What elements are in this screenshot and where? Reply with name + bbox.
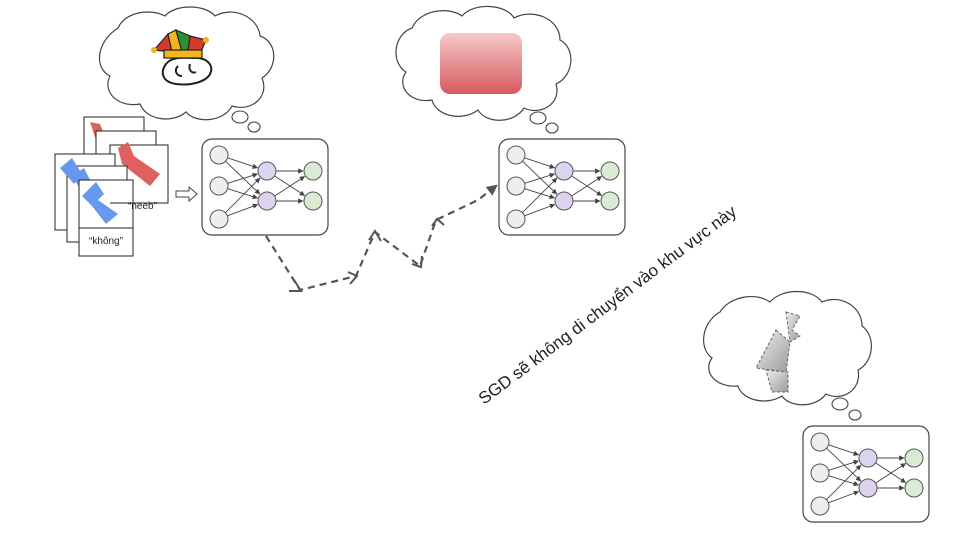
network-2-hidden-node: [554, 161, 574, 181]
network-3-edge: [828, 490, 860, 504]
sgd-dashed-path: [265, 184, 498, 292]
thought-cloud-2: [395, 5, 572, 134]
neural-network-2: [498, 138, 626, 236]
network-2-output-node: [600, 191, 620, 211]
jester-hat-face-icon: [151, 28, 213, 86]
network-1-edge: [274, 175, 306, 196]
network-3-edge: [875, 462, 907, 483]
network-1-frame: [201, 138, 329, 236]
network-1-edge: [274, 176, 306, 197]
network-1-edge: [225, 177, 261, 213]
network-1-edge: [227, 157, 259, 169]
network-1-hidden-node: [257, 191, 277, 211]
network-2-output-node: [600, 161, 620, 181]
network-3-hidden-node: [858, 478, 878, 498]
network-2-input-node: [506, 209, 526, 229]
network-2-edge: [524, 188, 555, 200]
network-3-edge: [828, 444, 860, 456]
gray-dashed-shape-icon: [755, 311, 801, 393]
network-3-edge: [826, 447, 862, 482]
network-1-edge: [227, 203, 259, 217]
network-1-edge: [227, 188, 258, 200]
network-1-output-node: [303, 191, 323, 211]
network-3-output-node: [904, 478, 924, 498]
network-2-edge: [522, 177, 558, 213]
red-gradient-box-icon: [440, 33, 522, 94]
neural-network-3: [802, 425, 930, 523]
network-2-edge: [571, 176, 603, 197]
thought-cloud-1: [98, 6, 275, 133]
network-2-input-node: [506, 145, 526, 165]
network-1-edge: [227, 172, 258, 184]
network-3-edge: [828, 459, 859, 471]
network-1-output-node: [303, 161, 323, 181]
network-3-input-node: [810, 432, 830, 452]
network-1-input-node: [209, 209, 229, 229]
network-2-edge: [522, 160, 558, 195]
network-3-input-node: [810, 496, 830, 516]
network-2-frame: [498, 138, 626, 236]
network-2-edge: [524, 203, 556, 217]
network-3-frame: [802, 425, 930, 523]
card-label-front: “không”: [89, 236, 123, 247]
network-3-input-node: [810, 463, 830, 483]
network-3-hidden-node: [858, 448, 878, 468]
network-2-edge: [524, 172, 555, 184]
neural-network-1: [201, 138, 329, 236]
network-3-output-node: [904, 448, 924, 468]
thought-cloud-3: [703, 291, 872, 421]
network-3-edge: [875, 463, 907, 484]
hollow-right-arrow-icon: [175, 185, 198, 203]
network-2-edge: [524, 157, 556, 169]
card-label-back: “neeb”: [128, 201, 157, 212]
network-1-edge: [225, 160, 261, 195]
network-1-input-node: [209, 145, 229, 165]
network-2-edge: [571, 175, 603, 196]
network-3-edge: [828, 475, 859, 487]
network-2-hidden-node: [554, 191, 574, 211]
network-2-input-node: [506, 176, 526, 196]
network-3-edge: [826, 464, 862, 500]
data-card-stack: “neeb” “không”: [54, 116, 169, 257]
network-1-hidden-node: [257, 161, 277, 181]
network-1-input-node: [209, 176, 229, 196]
